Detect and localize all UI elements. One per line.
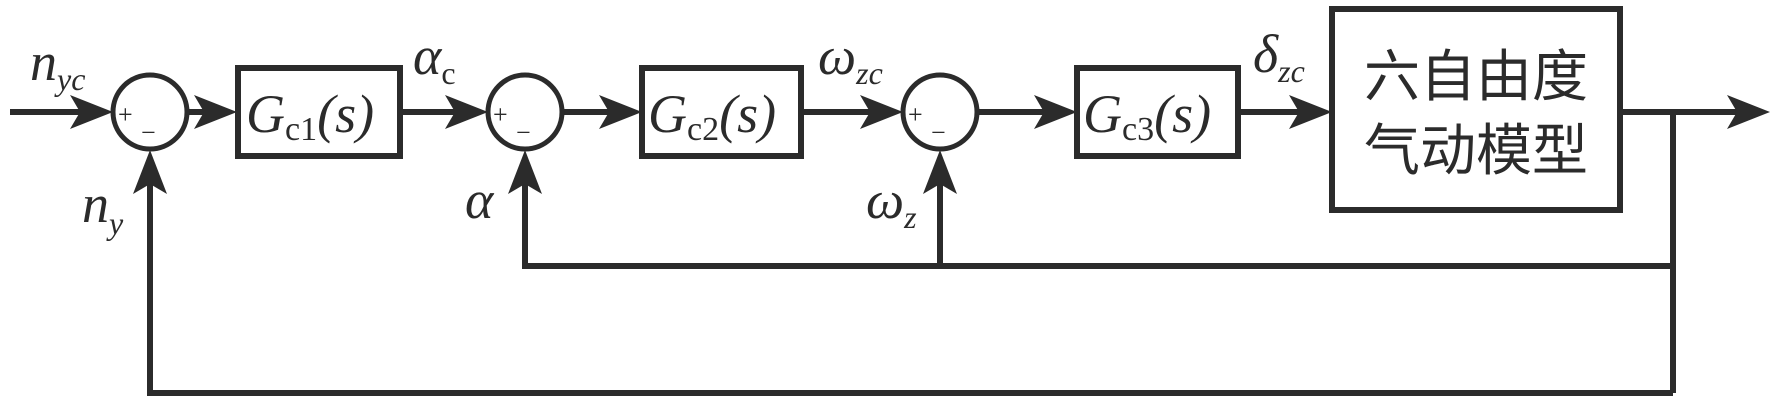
arrowhead-into-gc3 <box>1034 95 1077 129</box>
sum2-minus-sign: − <box>516 118 531 147</box>
arrowhead-into-sum2 <box>445 95 488 129</box>
omega-zc-main: ω <box>818 26 856 86</box>
arrowheads <box>70 95 1770 194</box>
feedback-wire-alpha <box>522 165 1673 269</box>
arrowhead-into-gc1 <box>194 95 237 129</box>
plant-box <box>1329 6 1623 213</box>
gc3-sub: c3 <box>1122 111 1154 148</box>
gc2-sub: c2 <box>687 111 719 148</box>
arrowhead-alpha-into-sum2 <box>508 150 542 194</box>
sum1-minus-sign: − <box>141 118 156 147</box>
sum3-minus-sign: − <box>931 118 946 147</box>
arrowhead-into-gc2 <box>599 95 642 129</box>
controller-block-gc2: Gc2(s) <box>639 65 804 159</box>
omega-z-sub: z <box>903 199 917 235</box>
gc3-label: Gc3(s) <box>1083 84 1211 148</box>
signal-label-omega-zc: ωzc <box>818 26 883 91</box>
summing-junction-2: + − <box>485 72 565 152</box>
alpha-c-sub: c <box>441 55 455 91</box>
signal-labels: nyc ny αc α ωzc ωz δzc <box>30 24 1305 241</box>
signal-label-alpha: α <box>465 170 495 230</box>
sum3-plus-sign: + <box>908 100 923 129</box>
gc3-G: G <box>1083 84 1122 144</box>
controller-block-gc3: Gc3(s) <box>1074 65 1241 159</box>
signal-label-omega-z: ωz <box>866 170 917 235</box>
sum3-circle <box>900 72 980 152</box>
gc2-box <box>639 65 804 159</box>
omega-z-main: ω <box>866 170 904 230</box>
gc1-arg: (s) <box>317 84 374 144</box>
arrowhead-ny-into-sum1 <box>133 150 167 194</box>
gc1-box <box>235 65 403 159</box>
sum2-plus-sign: + <box>493 100 508 129</box>
alpha-c-main: α <box>413 26 443 86</box>
gc2-G: G <box>648 84 687 144</box>
signal-label-ny: ny <box>82 174 124 241</box>
delta-zc-main: δ <box>1253 24 1279 84</box>
ny-main: n <box>82 174 109 234</box>
signal-label-alpha-c: αc <box>413 26 456 91</box>
delta-zc-sub: zc <box>1277 53 1305 89</box>
gc2-arg: (s) <box>719 84 776 144</box>
arrowhead-omega-z-into-sum3 <box>923 150 957 194</box>
gc3-arg: (s) <box>1154 84 1211 144</box>
summing-junction-3: + − <box>900 72 980 152</box>
arrowhead-output <box>1727 95 1770 129</box>
gc2-label: Gc2(s) <box>648 84 776 148</box>
plant-label-line2: 气动模型 <box>1364 119 1588 184</box>
ny-sub: y <box>106 205 124 241</box>
nyc-main: n <box>30 32 57 92</box>
arrowhead-into-sum1 <box>70 95 113 129</box>
wires <box>10 109 1745 396</box>
sum2-circle <box>485 72 565 152</box>
gc1-sub: c1 <box>285 111 317 148</box>
sum1-plus-sign: + <box>118 100 133 129</box>
controller-block-gc1: Gc1(s) <box>235 65 403 159</box>
arrowhead-into-sum3 <box>860 95 903 129</box>
sum1-circle <box>110 72 190 152</box>
gc3-box <box>1074 65 1241 159</box>
feedback-wire-ny <box>147 165 1673 396</box>
signal-label-nyc: nyc <box>30 32 85 97</box>
gc1-G: G <box>246 84 285 144</box>
arrowhead-into-plant <box>1289 95 1332 129</box>
signal-label-delta-zc: δzc <box>1253 24 1305 89</box>
summing-junction-1: + − <box>110 72 190 152</box>
nyc-sub: yc <box>54 61 85 97</box>
omega-zc-sub: zc <box>855 55 883 91</box>
plant-label-line1: 六自由度 <box>1364 45 1588 110</box>
gc1-label: Gc1(s) <box>246 84 374 148</box>
plant-block: 六自由度 气动模型 <box>1329 6 1623 213</box>
